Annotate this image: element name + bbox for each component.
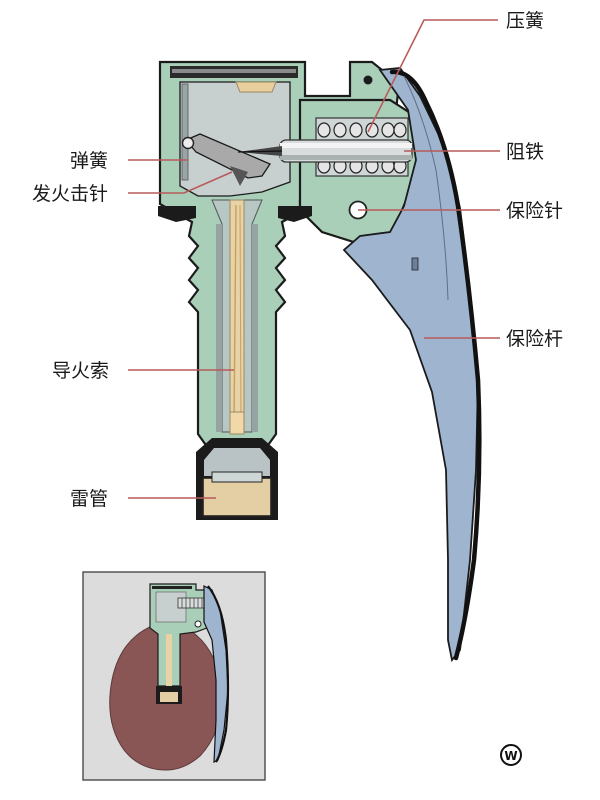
gasket-left [158,206,196,222]
watermark: W [500,744,522,766]
labels: 压簧 弹簧 发火击针 阻铁 保险针 保险杆 导火索 雷管 [32,10,563,510]
leader-firing-pin [128,171,233,194]
label-firing-pin: 发火击针 [32,183,108,205]
leader-lines [128,19,500,499]
label-pressure-spring: 压簧 [506,10,544,32]
leader-pressure-spring [367,19,498,133]
fuze-assembly [158,60,482,663]
label-detonator: 雷管 [70,488,108,510]
label-fuse-cord: 导火索 [52,360,109,382]
label-spring: 弹簧 [70,150,108,172]
firing-pin [181,133,271,186]
label-safety-pin: 保险针 [506,200,563,222]
mini-fuze [149,583,230,763]
detonator [196,438,278,520]
safety-lever-edge [389,69,482,661]
inset-panel [82,571,266,781]
stopper [237,139,413,163]
gasket-right [278,206,312,222]
watermark-letter: W [504,749,517,763]
label-stopper: 阻铁 [506,141,544,163]
label-safety-lever: 保险杆 [506,328,563,350]
fuse-cord [229,199,245,433]
hinge-pin [363,75,373,85]
primer-cup [235,81,277,93]
